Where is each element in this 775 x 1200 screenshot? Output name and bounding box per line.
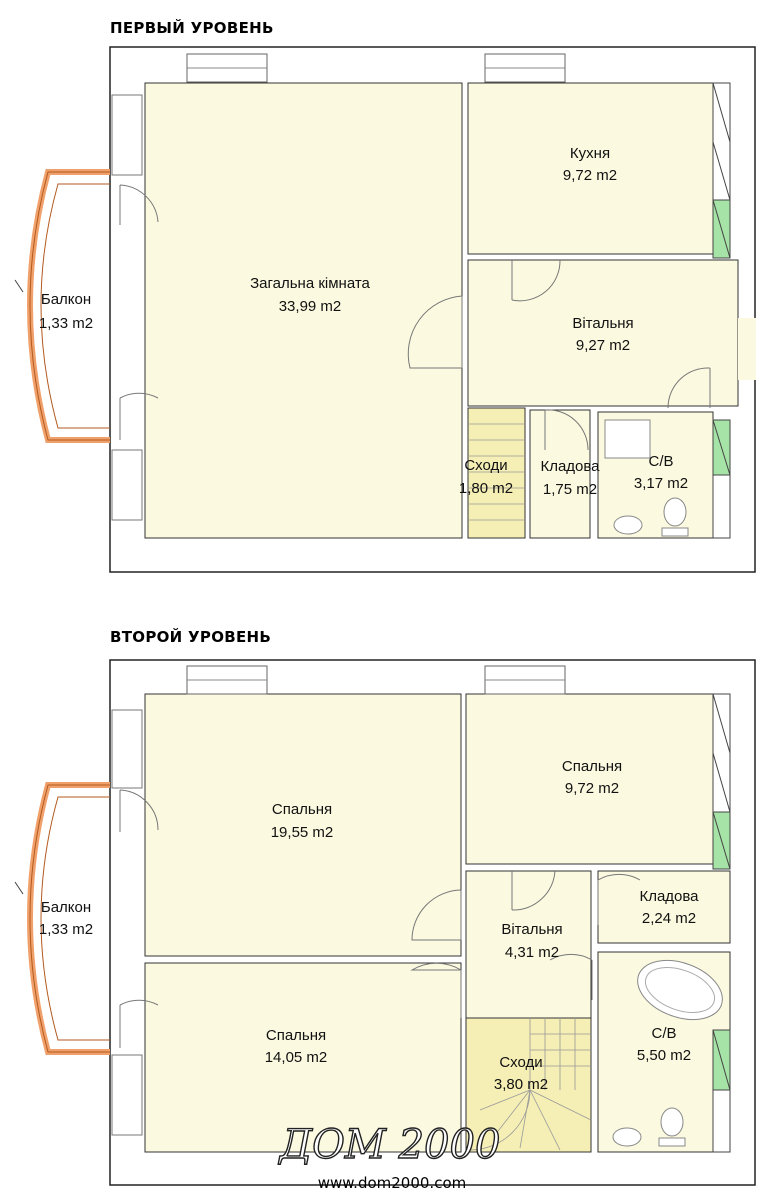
second-room-stairs: [465, 1017, 592, 1153]
second-bathroom-name: С/В: [651, 1025, 676, 1042]
first-hall-name: Вітальня: [572, 315, 633, 332]
second-stair-treads: [469, 1018, 592, 1151]
first-doors: [119, 184, 711, 451]
first-right-opening: [738, 318, 756, 380]
second-bedroom1-name: Спальня: [272, 801, 332, 818]
first-balcony: [14, 169, 110, 443]
first-stairs-area: 1,80 m2: [459, 480, 513, 497]
second-sink-icon: [612, 1127, 642, 1147]
second-right-facade: [712, 693, 731, 1153]
second-bathroom-area: 5,50 m2: [637, 1047, 691, 1064]
second-balcony: [14, 782, 110, 1055]
brand-logo: ДОМ 2000: [278, 1122, 501, 1168]
first-right-facade: [712, 82, 731, 539]
first-storage-name: Кладова: [540, 458, 600, 475]
second-stairs-name: Сходи: [499, 1054, 542, 1071]
first-stairs-name: Сходи: [464, 457, 507, 474]
first-kitchen-area: 9,72 m2: [563, 167, 617, 184]
first-balcony-name: Балкон: [41, 291, 91, 308]
first-room-common: [144, 82, 463, 539]
second-bedroom2-area: 9,72 m2: [565, 780, 619, 797]
first-balcony-area: 1,33 m2: [39, 315, 93, 332]
second-bedroom3-area: 14,05 m2: [265, 1049, 328, 1066]
second-bedroom3-name: Спальня: [266, 1027, 326, 1044]
second-bedroom1-area: 19,55 m2: [271, 824, 334, 841]
second-level: ВТОРОЙ УРОВЕНЬ: [14, 627, 756, 1186]
first-bathroom-area: 3,17 m2: [634, 475, 688, 492]
first-level-title: ПЕРВЫЙ УРОВЕНЬ: [110, 18, 274, 37]
second-balcony-name: Балкон: [41, 899, 91, 916]
second-window-left-2: [111, 1054, 143, 1136]
first-level: ПЕРВЫЙ УРОВЕНЬ: [14, 18, 756, 573]
first-window-left-2: [111, 449, 143, 521]
first-common-area: 33,99 m2: [279, 298, 342, 315]
first-sink-icon: [613, 515, 643, 535]
first-room-hall: [467, 259, 739, 407]
first-bathroom-name: С/В: [648, 453, 673, 470]
second-stairs-area: 3,80 m2: [494, 1076, 548, 1093]
second-room-hall: [465, 870, 592, 1019]
second-storage-area: 2,24 m2: [642, 910, 696, 927]
first-stair-treads: [468, 423, 525, 521]
brand-url: www.dom2000.com: [318, 1174, 466, 1192]
second-room-bedroom2: [465, 693, 714, 865]
first-hall-area: 9,27 m2: [576, 337, 630, 354]
second-doors: [119, 789, 641, 1048]
first-room-storage: [529, 409, 591, 539]
second-bedroom2-name: Спальня: [562, 758, 622, 775]
first-room-stairs: [467, 407, 526, 539]
second-room-bedroom3: [144, 962, 462, 1153]
second-hall-area: 4,31 m2: [505, 944, 559, 961]
first-shower-icon: [604, 419, 651, 459]
first-room-kitchen: [467, 82, 714, 255]
second-level-title: ВТОРОЙ УРОВЕНЬ: [110, 627, 271, 646]
first-common-name: Загальна кімната: [250, 275, 370, 292]
first-kitchen-name: Кухня: [570, 145, 610, 162]
second-toilet-icon: [658, 1107, 686, 1147]
second-window-left-1: [111, 709, 143, 789]
first-toilet-icon: [661, 497, 689, 537]
second-balcony-area: 1,33 m2: [39, 921, 93, 938]
second-room-bedroom1: [144, 693, 462, 957]
first-storage-area: 1,75 m2: [543, 481, 597, 498]
first-window-left-1: [111, 94, 143, 176]
second-room-storage: [597, 870, 731, 944]
second-storage-name: Кладова: [639, 888, 699, 905]
second-bathtub-icon: [637, 960, 723, 1020]
second-hall-name: Вітальня: [501, 921, 562, 938]
